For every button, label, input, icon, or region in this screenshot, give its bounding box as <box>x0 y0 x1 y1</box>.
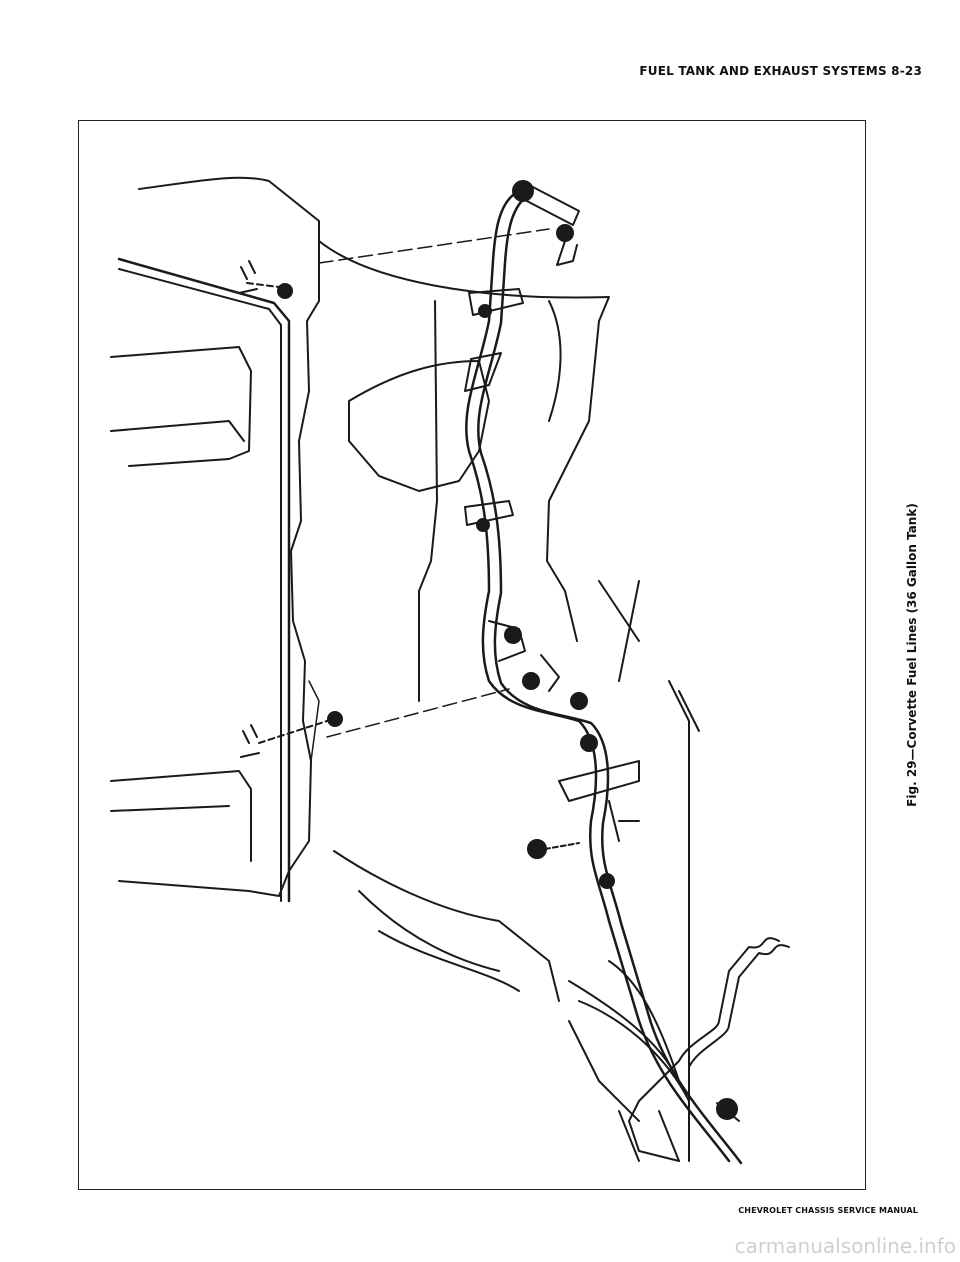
watermark: carmanualsonline.info <box>734 1234 956 1258</box>
frame-rail <box>568 980 690 1162</box>
fuel-tank <box>110 176 320 903</box>
cross-member <box>628 937 790 1162</box>
line-fittings <box>488 620 640 889</box>
end-fitting <box>716 1098 740 1122</box>
page-footer: CHEVROLET CHASSIS SERVICE MANUAL <box>738 1206 918 1215</box>
line-clip-lower <box>464 500 514 532</box>
top-fitting <box>512 180 580 266</box>
line-clip-upper <box>464 288 524 392</box>
fuel-lines-illustration <box>110 176 790 1165</box>
body-structure <box>318 240 700 1162</box>
figure-caption: Fig. 29—Corvette Fuel Lines (36 Gallon T… <box>905 503 919 807</box>
page-header: FUEL TANK AND EXHAUST SYSTEMS 8-23 <box>639 64 922 78</box>
tank-bolt-lower <box>240 711 343 758</box>
fuel-line <box>465 189 743 1165</box>
figure-frame <box>78 120 866 1190</box>
loose-bolt <box>527 839 580 859</box>
tank-bolt-upper <box>238 260 293 299</box>
